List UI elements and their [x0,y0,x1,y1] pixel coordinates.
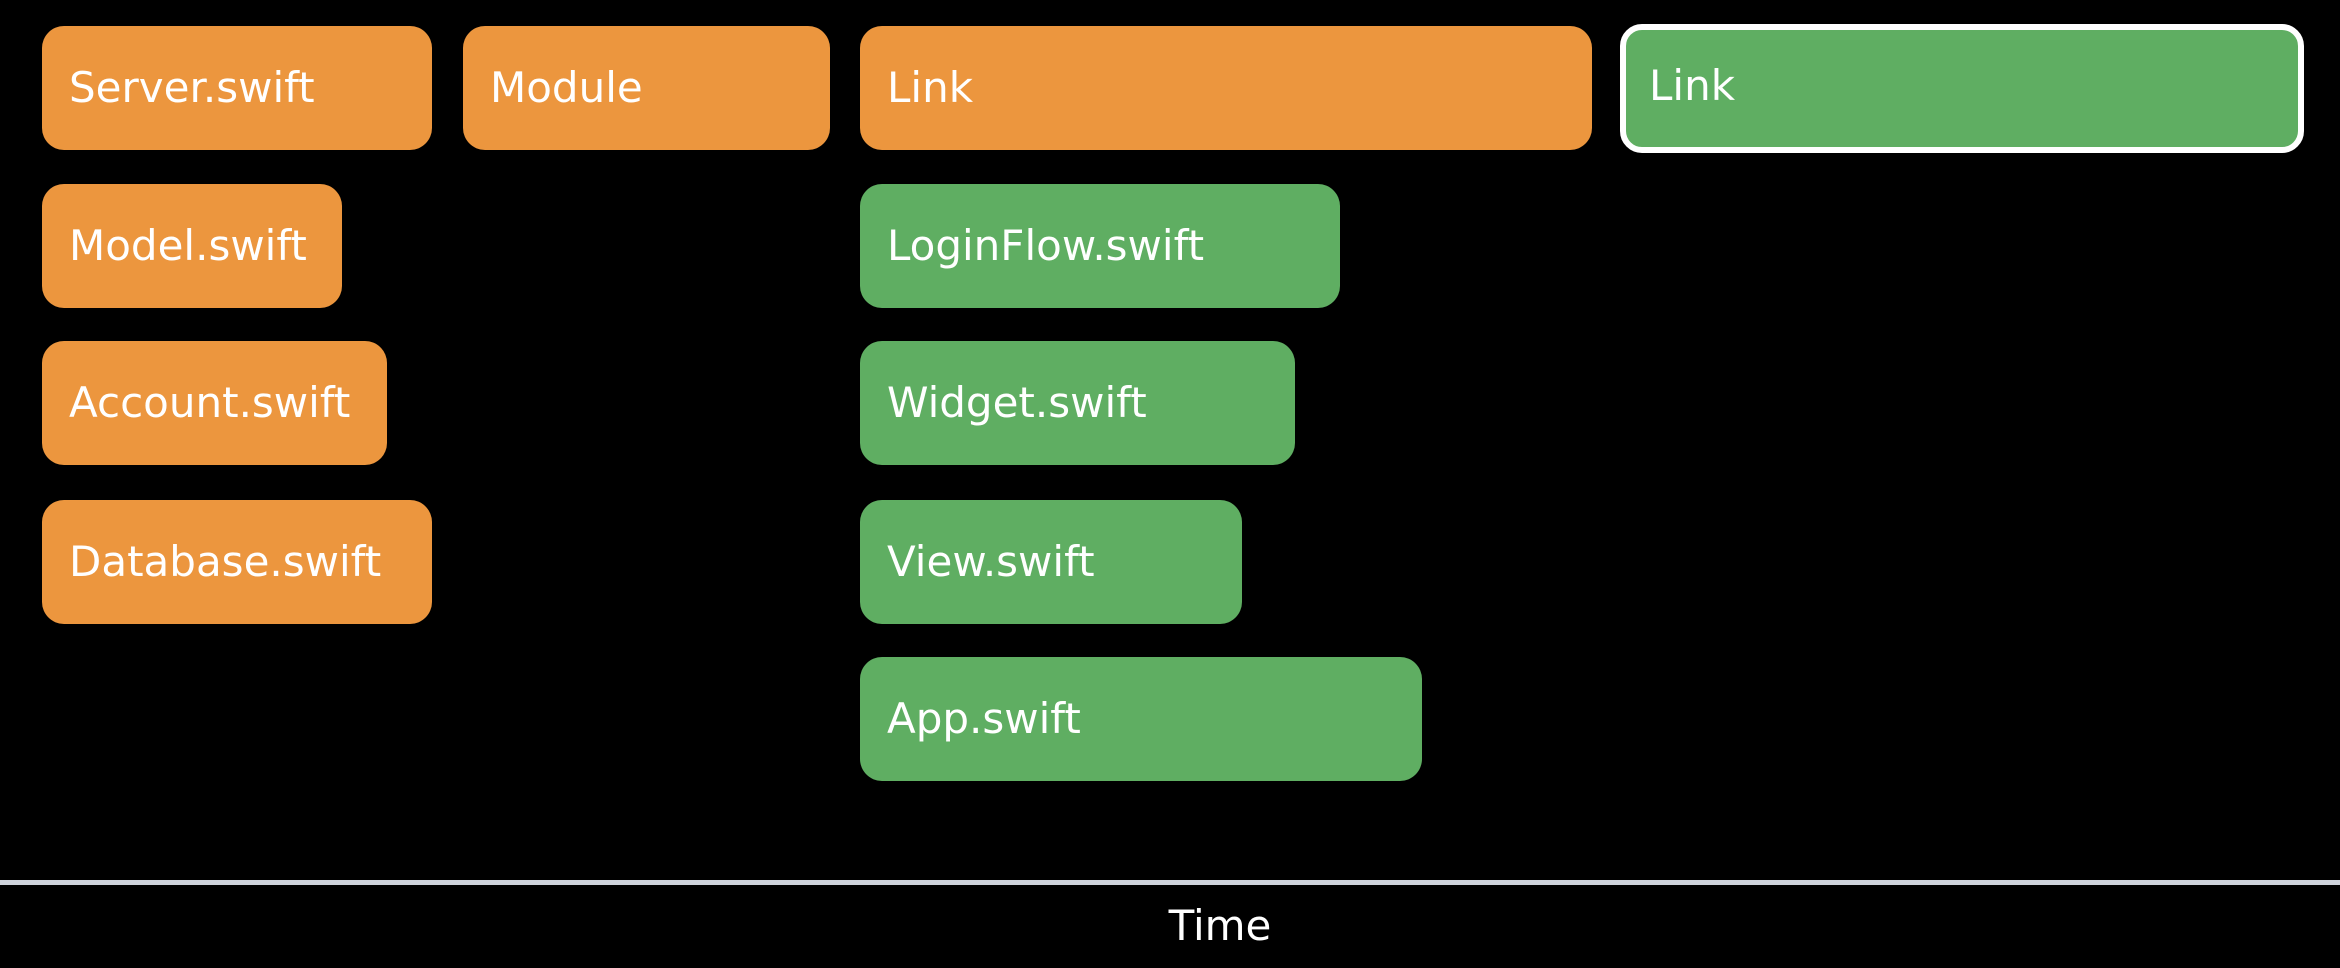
block-model-swift: Model.swift [42,184,342,308]
block-module: Module [463,26,830,150]
block-loginflow-swift: LoginFlow.swift [860,184,1340,308]
block-server-swift: Server.swift [42,26,432,150]
time-axis-label: Time [1168,901,1272,950]
block-database-swift: Database.swift [42,500,432,624]
block-view-swift: View.swift [860,500,1242,624]
time-axis-line [0,880,2340,885]
block-link-orange: Link [860,26,1592,150]
block-account-swift: Account.swift [42,341,387,465]
block-app-swift: App.swift [860,657,1422,781]
block-widget-swift: Widget.swift [860,341,1295,465]
block-link-green-selected: Link [1620,24,2304,153]
